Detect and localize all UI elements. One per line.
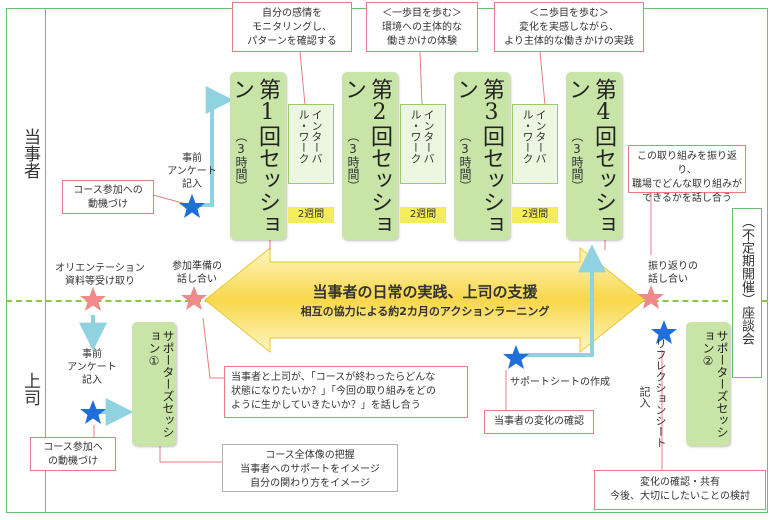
arrow-survey-to-session1 (195, 86, 234, 207)
supporter-session-1: サポーターズセッション① (132, 322, 176, 446)
session-3: 第3回セッション （3時間） (453, 72, 510, 240)
row-label-bottom: 上司 (20, 372, 40, 406)
note-first-step: ＜一歩目を歩む＞ 環境への主体的な 働きかけの体験 (366, 2, 478, 52)
motivation-top: コース参加への 動機づけ (62, 180, 154, 214)
motivation-bottom: コース参加へ の動機づけ (30, 437, 116, 471)
weeks-badge-3: 2週間 (512, 207, 558, 223)
discussion-note: 当事者と上司が、「コースが終わったらどんな 状態になりたいか？」「今回の取り組み… (224, 366, 468, 418)
interval-work-3: インターバル・ワーク (512, 104, 558, 184)
note-session1: 自分の感情を モニタリングし、 パターンを確認する (232, 2, 352, 52)
session-2: 第2回セッション （3時間） (341, 72, 398, 240)
change-check-note: 当事者の変化の確認 (484, 410, 594, 434)
row-label-top: 当事者 (20, 128, 40, 179)
session-4-sub: （3時間） (570, 130, 584, 192)
star-pink-review (638, 285, 664, 309)
review-note: この取り組みを振り返り、 職場でどんな取り組みが できるかを話し合う (628, 145, 746, 204)
row-label-column (6, 8, 46, 513)
arrow-sub-text: 相互の協力による約2カ月のアクションラーニング (300, 305, 550, 318)
session-1: 第1回セッション （3時間） (229, 72, 286, 240)
star-blue-support-sheet (503, 345, 529, 369)
weeks-badge-2: 2週間 (400, 207, 446, 223)
session-4: 第4回セッション （3時間） (565, 72, 622, 240)
reflection-fill-label: 記入 (638, 386, 651, 408)
session-3-sub: （3時間） (458, 130, 472, 192)
roundtable-box: （不定期開催）座談会 (732, 208, 762, 378)
session-1-title: 第1回セッション (229, 78, 280, 235)
note-second-step: ＜ニ歩目を歩む＞ 変化を実感しながら、 より主体的な働きかけの実践 (494, 2, 644, 52)
supporter-session-1-label: サポーターズセッション① (147, 330, 175, 438)
reflection-sheet-label: リフレクションシート (654, 338, 667, 448)
roundtable-label: （不定期開催）座談会 (739, 215, 754, 345)
star-pink-orientation (80, 287, 106, 311)
interval-work-1: インターバル・ワーク (288, 104, 334, 184)
session-4-title: 第4回セッション (565, 78, 616, 235)
orientation-label: オリエンテーション 資料等受け取り (55, 263, 145, 287)
overview-note: コース全体像の把握 当事者へのサポートをイメージ 自分の関わり方をイメージ (222, 444, 398, 492)
arrow-sheet-to-session4 (516, 244, 606, 357)
arrow-main-text: 当事者の日常の実践、上司の支援 (312, 283, 538, 301)
star-blue-bottom-survey (80, 400, 106, 424)
review-talk-label: 振り返りの 話し合い (648, 261, 698, 285)
weeks-badge-1: 2週間 (288, 207, 334, 223)
session-2-sub: （3時間） (346, 130, 360, 192)
session-1-sub: （3時間） (234, 130, 248, 192)
interval-work-2: インターバル・ワーク (400, 104, 446, 184)
pre-survey-top: 事前 アンケート 記入 (167, 153, 217, 190)
star-blue-reflection (651, 320, 677, 344)
support-sheet-label: サポートシートの作成 (510, 377, 610, 388)
star-blue-top-survey (179, 194, 205, 218)
supporter-session-2: サポーターズセッション② (686, 322, 730, 446)
supporter-session-2-label: サポーターズセッション② (701, 330, 729, 438)
prep-talk-label: 参加準備の 話し合い (172, 261, 222, 285)
main-double-arrow (204, 246, 646, 354)
pre-survey-bottom: 事前 アンケート 記入 (67, 349, 117, 386)
star-pink-prep (181, 286, 207, 310)
session-2-title: 第2回セッション (341, 78, 392, 235)
session-3-title: 第3回セッション (453, 78, 504, 235)
final-note: 変化の確認・共有 今後、大切にしたいことの検討 (594, 470, 766, 510)
